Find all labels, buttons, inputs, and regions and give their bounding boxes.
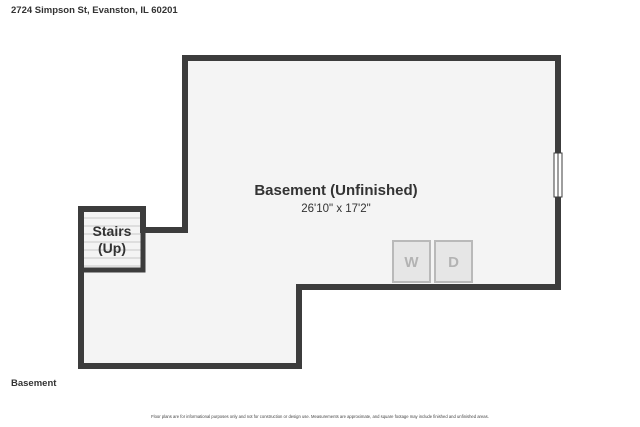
window: [553, 152, 563, 198]
property-address: 2724 Simpson St, Evanston, IL 60201: [11, 5, 178, 16]
stairs-treads: [84, 217, 141, 267]
basement-floor: [81, 58, 558, 366]
stairs-label-line1: Stairs: [93, 223, 132, 239]
dryer-box: [434, 240, 473, 283]
floor-label: Basement: [11, 378, 57, 389]
washer-label: W: [404, 254, 419, 271]
room-name: Basement (Unfinished): [254, 182, 417, 199]
stairs-label-line2: (Up): [98, 240, 126, 256]
disclaimer-text: Floor plans are for informational purpos…: [151, 414, 489, 419]
exterior-wall: [78, 55, 561, 369]
stairs-wall: [81, 209, 146, 273]
washer-box: [392, 240, 431, 283]
room-dimensions: 26'10" x 17'2": [301, 203, 370, 215]
dryer-label: D: [448, 254, 459, 271]
